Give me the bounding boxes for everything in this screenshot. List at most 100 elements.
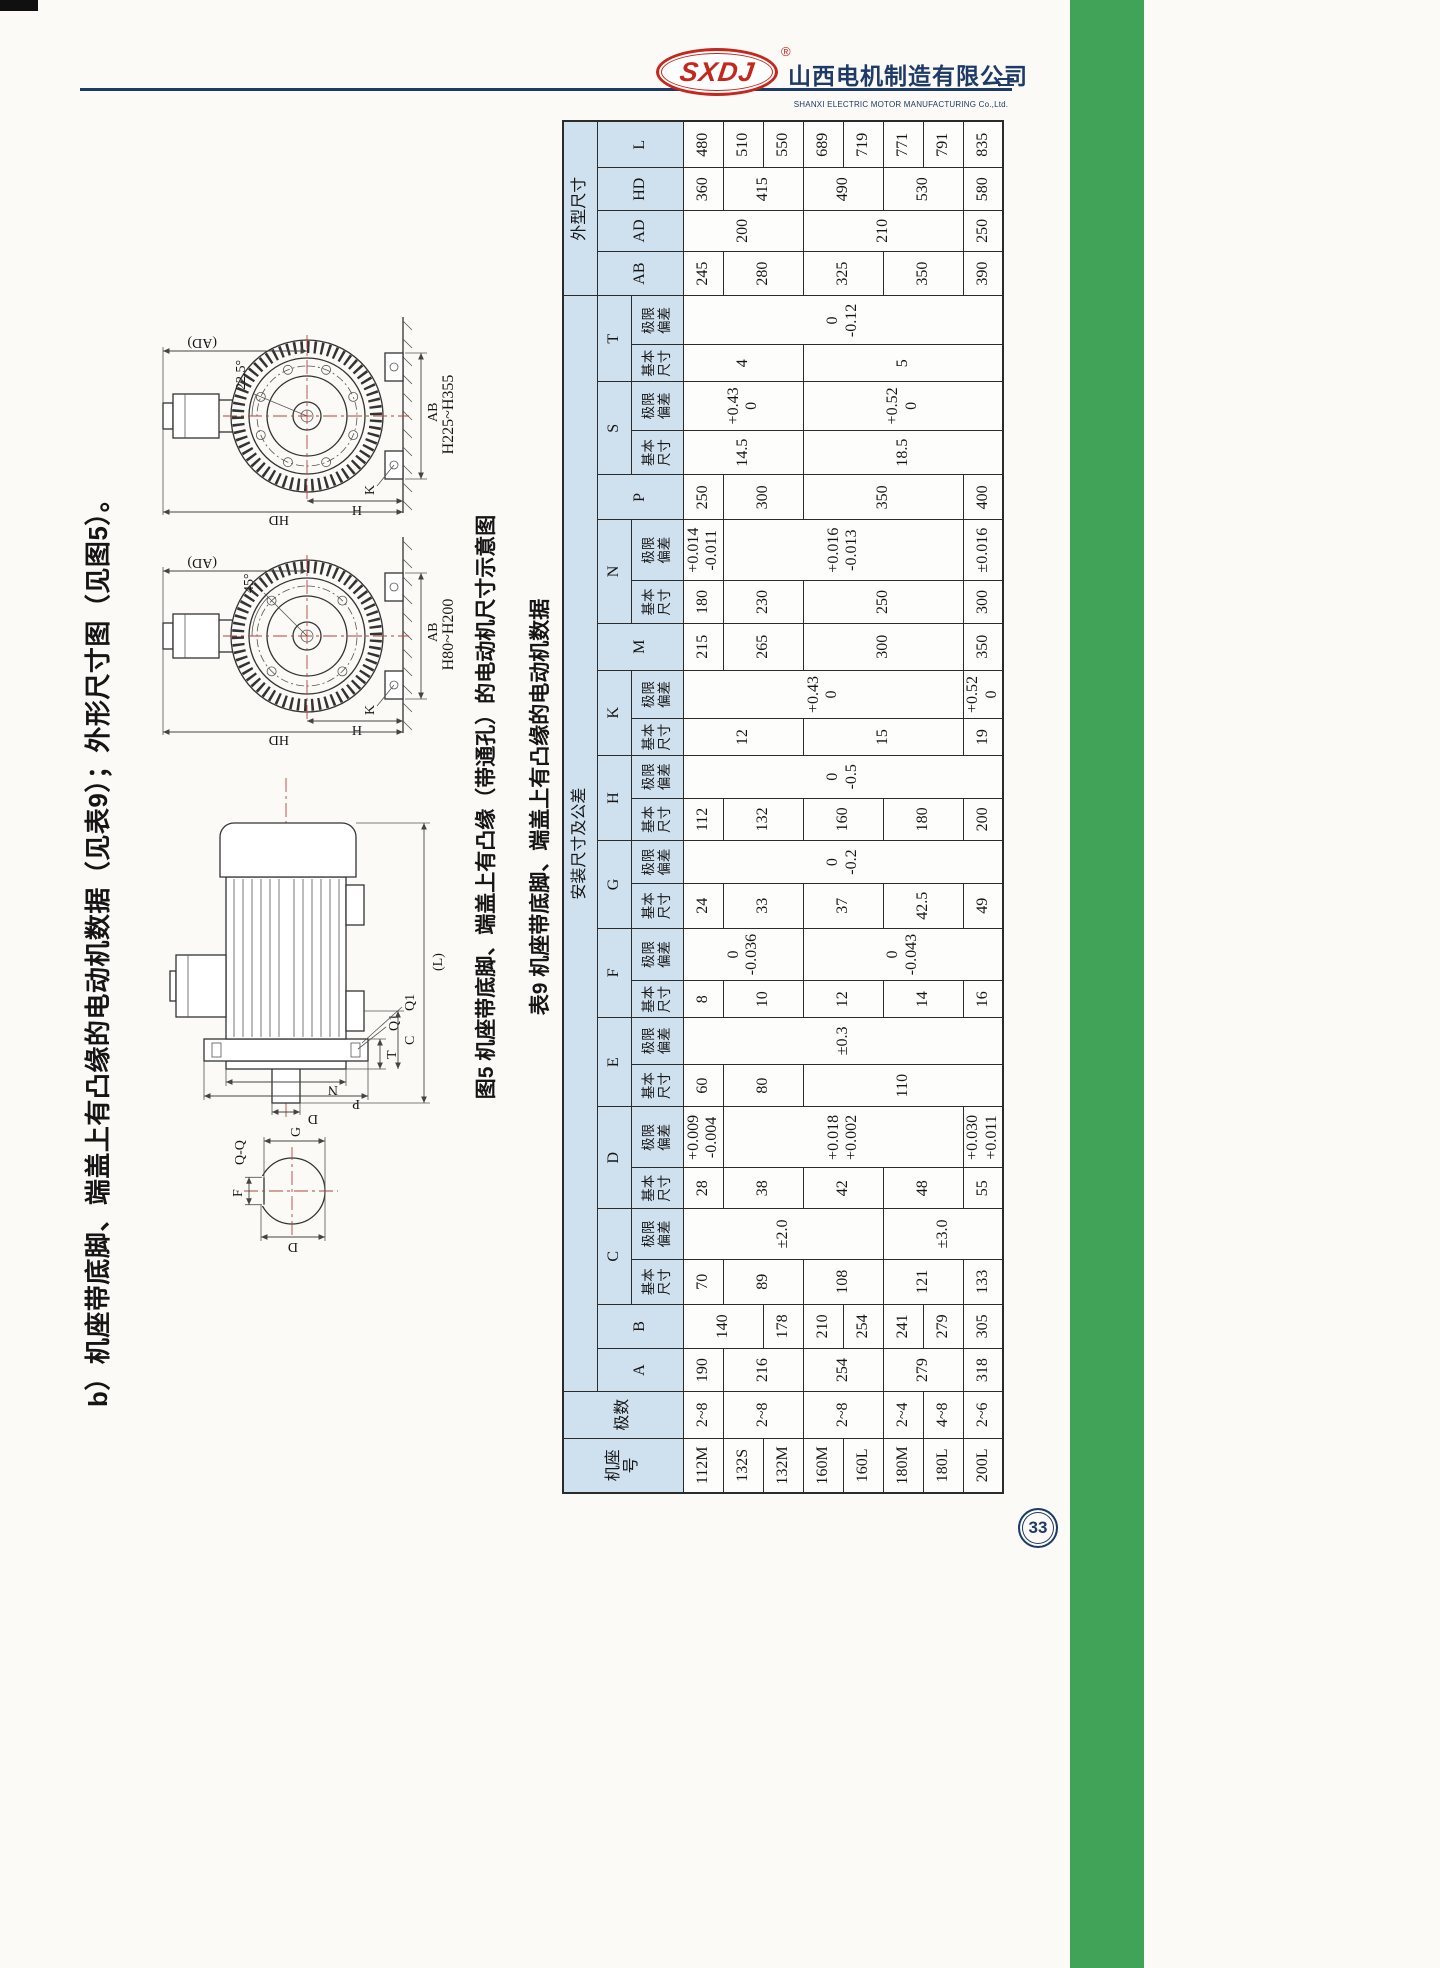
header-rule xyxy=(80,88,1012,91)
header-rule-tick-top xyxy=(998,78,1014,80)
table-cell: +0.43 0 xyxy=(683,670,963,719)
table-cell: 24 xyxy=(683,883,723,929)
table-cell: 112 xyxy=(683,798,723,841)
dim-label-shaft-D: D xyxy=(308,1111,318,1126)
company-name-en: SHANXI ELECTRIC MOTOR MANUFACTURING Co.,… xyxy=(793,100,1009,109)
table-header-cell: 极限 偏差 xyxy=(631,381,683,431)
table-header-cell: H xyxy=(597,755,631,841)
table-cell: 108 xyxy=(803,1259,883,1305)
table-header-cell: S xyxy=(597,381,631,475)
table-header-cell: K xyxy=(597,670,631,756)
figure-side-view: D N P Q1 Q1 T xyxy=(169,775,446,1126)
table-cell: 350 xyxy=(883,251,963,296)
table-header-cell: AD xyxy=(597,210,683,252)
table-header-cell: 基本 尺寸 xyxy=(631,1259,683,1305)
dim-label-K2: K xyxy=(363,485,378,495)
page-number-text: 33 xyxy=(1028,1518,1048,1537)
table-header-cell: C xyxy=(597,1208,631,1305)
table-cell: 0 -0.043 xyxy=(803,928,1003,981)
table-cell: +0.009 -0.004 xyxy=(683,1106,723,1168)
table-cell: 719 xyxy=(843,121,883,168)
rotated-content-wrap: b）机座带底脚、端盖上有凸缘的电动机数据（见表9）；外形尺寸图（见图5）。 F … xyxy=(72,112,1022,1502)
dim-label-AD2: (AD) xyxy=(187,335,217,350)
table-title: 表9 机座带底脚、端盖上有凸缘的电动机数据 xyxy=(529,598,552,1016)
company-name-block: 山西电机制造有限公司 SHANXI ELECTRIC MOTOR MANUFAC… xyxy=(788,57,1028,109)
company-name-cn: 山西电机制造有限公司 xyxy=(788,63,1028,89)
dim-label-N: N xyxy=(328,1082,338,1097)
dim-label-C: C xyxy=(403,1036,418,1045)
table-cell: 265 xyxy=(723,623,803,671)
table-cell: 0 -0.2 xyxy=(683,840,1003,884)
table-cell: 89 xyxy=(723,1259,803,1305)
table-cell: 254 xyxy=(843,1304,883,1349)
table-cell: 250 xyxy=(963,210,1003,252)
table-header-cell: T xyxy=(597,295,631,382)
table-cell: 0 -0.12 xyxy=(683,295,1003,345)
figure-front-view-large: 22.5° H HD (AD) AB K xyxy=(162,317,441,527)
table-cell: 230 xyxy=(723,580,803,624)
table-cell: 190 xyxy=(683,1348,723,1392)
dim-label-L: (L) xyxy=(431,953,446,971)
table-cell: 42 xyxy=(803,1167,883,1209)
page-number: 33 xyxy=(1018,1508,1058,1548)
table-cell: 530 xyxy=(883,167,963,211)
table-cell: 112M xyxy=(683,1438,723,1493)
table-cell: +0.43 0 xyxy=(683,381,803,431)
table-cell: 132 xyxy=(723,798,803,841)
table-cell: 37 xyxy=(803,883,883,929)
table-header-cell: 机座 号 xyxy=(563,1438,683,1493)
landscape-content: b）机座带底脚、端盖上有凸缘的电动机数据（见表9）；外形尺寸图（见图5）。 F … xyxy=(72,112,1022,1502)
table-header-cell: 极限 偏差 xyxy=(631,519,683,581)
dim-label-K: K xyxy=(363,705,378,715)
table-header-cell: 极限 偏差 xyxy=(631,1106,683,1168)
dim-label-Q1a: Q1 xyxy=(387,1014,402,1031)
table-header-cell: 外型尺寸 xyxy=(563,121,597,296)
table-cell: 300 xyxy=(723,475,803,520)
table-cell: 33 xyxy=(723,883,803,929)
table-cell: 38 xyxy=(723,1167,803,1209)
dim-label-T: T xyxy=(385,1050,400,1059)
table-cell: +0.030 +0.011 xyxy=(963,1106,1003,1168)
table-cell: 55 xyxy=(963,1167,1003,1209)
table-header-cell: 极限 偏差 xyxy=(631,1017,683,1065)
dim-label-H: H xyxy=(352,722,362,737)
table-cell: 835 xyxy=(963,121,1003,168)
table-header-cell: G xyxy=(597,840,631,929)
table-cell: 10 xyxy=(723,980,803,1018)
green-sidebar xyxy=(1070,0,1144,1968)
table-header-cell: 基本 尺寸 xyxy=(631,580,683,624)
table-header-cell: 基本 尺寸 xyxy=(631,344,683,382)
table-cell: +0.016 -0.013 xyxy=(723,519,963,581)
table-cell: 200 xyxy=(963,798,1003,841)
header-rule-tick-bottom xyxy=(998,84,1014,86)
print-registration-mark xyxy=(0,0,38,11)
table-header-cell: 极数 xyxy=(563,1391,683,1439)
table-header-cell: HD xyxy=(597,167,683,211)
angle-label-22-5: 22.5° xyxy=(234,360,249,390)
table-row: 基本 尺寸极限 偏差基本 尺寸极限 偏差基本 尺寸极限 偏差基本 尺寸极限 偏差… xyxy=(631,121,683,1493)
figure-qq-section: F Q-Q G D xyxy=(231,1127,338,1254)
table-cell: 12 xyxy=(803,980,883,1018)
table-cell: 160L xyxy=(843,1438,883,1493)
table-cell: 18.5 xyxy=(803,430,1003,475)
table-cell: 16 xyxy=(963,980,1003,1018)
table-cell: 121 xyxy=(883,1259,963,1305)
table-cell: 132M xyxy=(763,1438,803,1493)
table-cell: 300 xyxy=(803,623,963,671)
table-header-cell: AB xyxy=(597,251,683,296)
table-cell: 180L xyxy=(923,1438,963,1493)
table-header-cell: 基本 尺寸 xyxy=(631,1064,683,1107)
table-cell: 241 xyxy=(883,1304,923,1349)
table-header-cell: 基本 尺寸 xyxy=(631,718,683,756)
dim-label-AB2: AB xyxy=(426,403,441,422)
table-cell: +0.018 +0.002 xyxy=(723,1106,963,1168)
dim-label-HD: HD xyxy=(269,732,289,747)
table-cell: ±0.016 xyxy=(963,519,1003,581)
table-header-cell: F xyxy=(597,928,631,1018)
front-view-small-range: H80~H200 xyxy=(440,598,457,671)
table-cell: 254 xyxy=(803,1348,883,1392)
front-view-large-range: H225~H355 xyxy=(440,374,457,455)
table-cell: 279 xyxy=(923,1304,963,1349)
